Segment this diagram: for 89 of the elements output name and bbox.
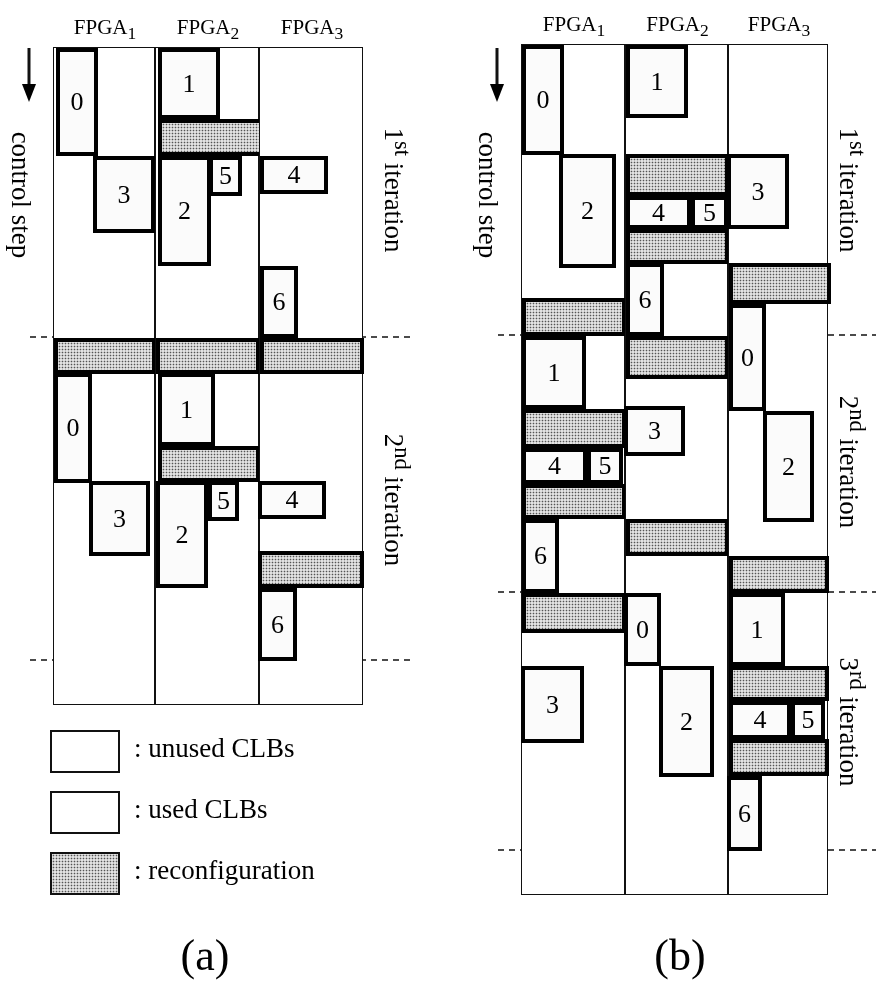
column-header: FPGA$_{3}$	[747, 12, 811, 42]
task-block	[156, 481, 208, 588]
task-number: 2	[178, 198, 191, 224]
task-number: 5	[217, 488, 230, 514]
task-block	[626, 45, 688, 118]
task-number: 0	[741, 344, 754, 371]
reconfiguration-bar	[522, 484, 626, 519]
panel-caption: (b)	[654, 929, 706, 981]
task-block	[89, 481, 150, 556]
reconfiguration-bar	[156, 338, 260, 374]
task-number: 4	[548, 453, 561, 479]
task-block	[93, 156, 155, 233]
reconfiguration-bar	[626, 336, 729, 379]
task-number: 1	[547, 359, 561, 386]
task-number: 5	[801, 707, 815, 733]
reconfiguration-bar	[54, 338, 156, 374]
task-number: 0	[66, 415, 80, 441]
task-number: 0	[70, 89, 84, 115]
task-number: 6	[638, 286, 652, 313]
task-block	[659, 666, 714, 777]
panel-caption: (a)	[180, 929, 230, 981]
task-number: 3	[648, 418, 661, 444]
task-block	[54, 373, 92, 483]
task-number: 4	[753, 707, 767, 733]
task-block	[624, 406, 685, 456]
task-number: 3	[117, 181, 131, 208]
task-number: 1	[182, 70, 196, 97]
task-number: 3	[113, 505, 126, 532]
task-number: 1	[180, 396, 193, 423]
task-block	[522, 45, 564, 155]
task-block	[559, 154, 616, 268]
task-number: 4	[285, 487, 299, 513]
reconfiguration-bar	[729, 556, 829, 593]
task-block	[209, 156, 242, 196]
task-block	[258, 588, 297, 661]
legend-text: : used CLBs	[134, 794, 268, 825]
task-block	[158, 156, 211, 266]
task-block	[258, 481, 326, 519]
task-block	[208, 481, 239, 521]
task-number: 4	[652, 199, 665, 226]
task-block	[56, 48, 98, 156]
column-header: FPGA$_{1}$	[73, 15, 137, 45]
task-number: 1	[750, 616, 764, 643]
task-block	[158, 373, 215, 446]
reconfiguration-bar	[626, 154, 729, 196]
task-block	[727, 776, 762, 851]
reconfiguration-bar	[729, 263, 831, 304]
task-block	[260, 266, 298, 338]
task-block	[521, 666, 584, 743]
reconfiguration-bar	[260, 338, 364, 374]
reconfiguration-bar	[158, 446, 260, 482]
task-number: 6	[271, 611, 284, 638]
task-block	[624, 593, 661, 666]
task-number: 2	[782, 453, 795, 480]
legend-text: : reconfiguration	[134, 855, 315, 886]
column-header: FPGA$_{1}$	[542, 12, 606, 42]
axis-label: control step	[4, 131, 36, 259]
task-number: 2	[680, 708, 693, 735]
task-number: 5	[219, 163, 232, 189]
task-number: 3	[751, 178, 765, 205]
reconfiguration-bar	[729, 739, 829, 776]
task-number: 2	[581, 198, 594, 224]
column-header: FPGA$_{3}$	[280, 15, 344, 45]
task-block	[260, 156, 328, 194]
task-number: 0	[636, 616, 649, 643]
task-number: 6	[534, 543, 547, 569]
task-number: 1	[650, 68, 664, 95]
task-number: 3	[546, 691, 559, 718]
reconfiguration-bar	[258, 551, 364, 588]
task-number: 5	[703, 199, 716, 226]
task-number: 6	[738, 800, 751, 827]
column-header: FPGA$_{2}$	[176, 15, 240, 45]
reconfiguration-bar	[522, 298, 626, 336]
reconfiguration-bar	[522, 593, 626, 633]
task-block	[729, 304, 766, 411]
task-number: 0	[536, 87, 550, 113]
task-block	[763, 411, 814, 522]
task-number: 5	[598, 453, 612, 479]
reconfiguration-bar	[626, 519, 729, 556]
axis-label: control step	[471, 131, 503, 259]
column-header: FPGA$_{2}$	[646, 12, 709, 42]
task-block	[727, 154, 789, 229]
task-number: 2	[175, 521, 189, 548]
task-block	[158, 48, 220, 119]
reconfiguration-bar	[626, 229, 729, 264]
task-number: 4	[287, 162, 301, 188]
task-number: 6	[272, 289, 286, 315]
legend-text: : unused CLBs	[134, 733, 295, 764]
task-block	[626, 263, 664, 336]
